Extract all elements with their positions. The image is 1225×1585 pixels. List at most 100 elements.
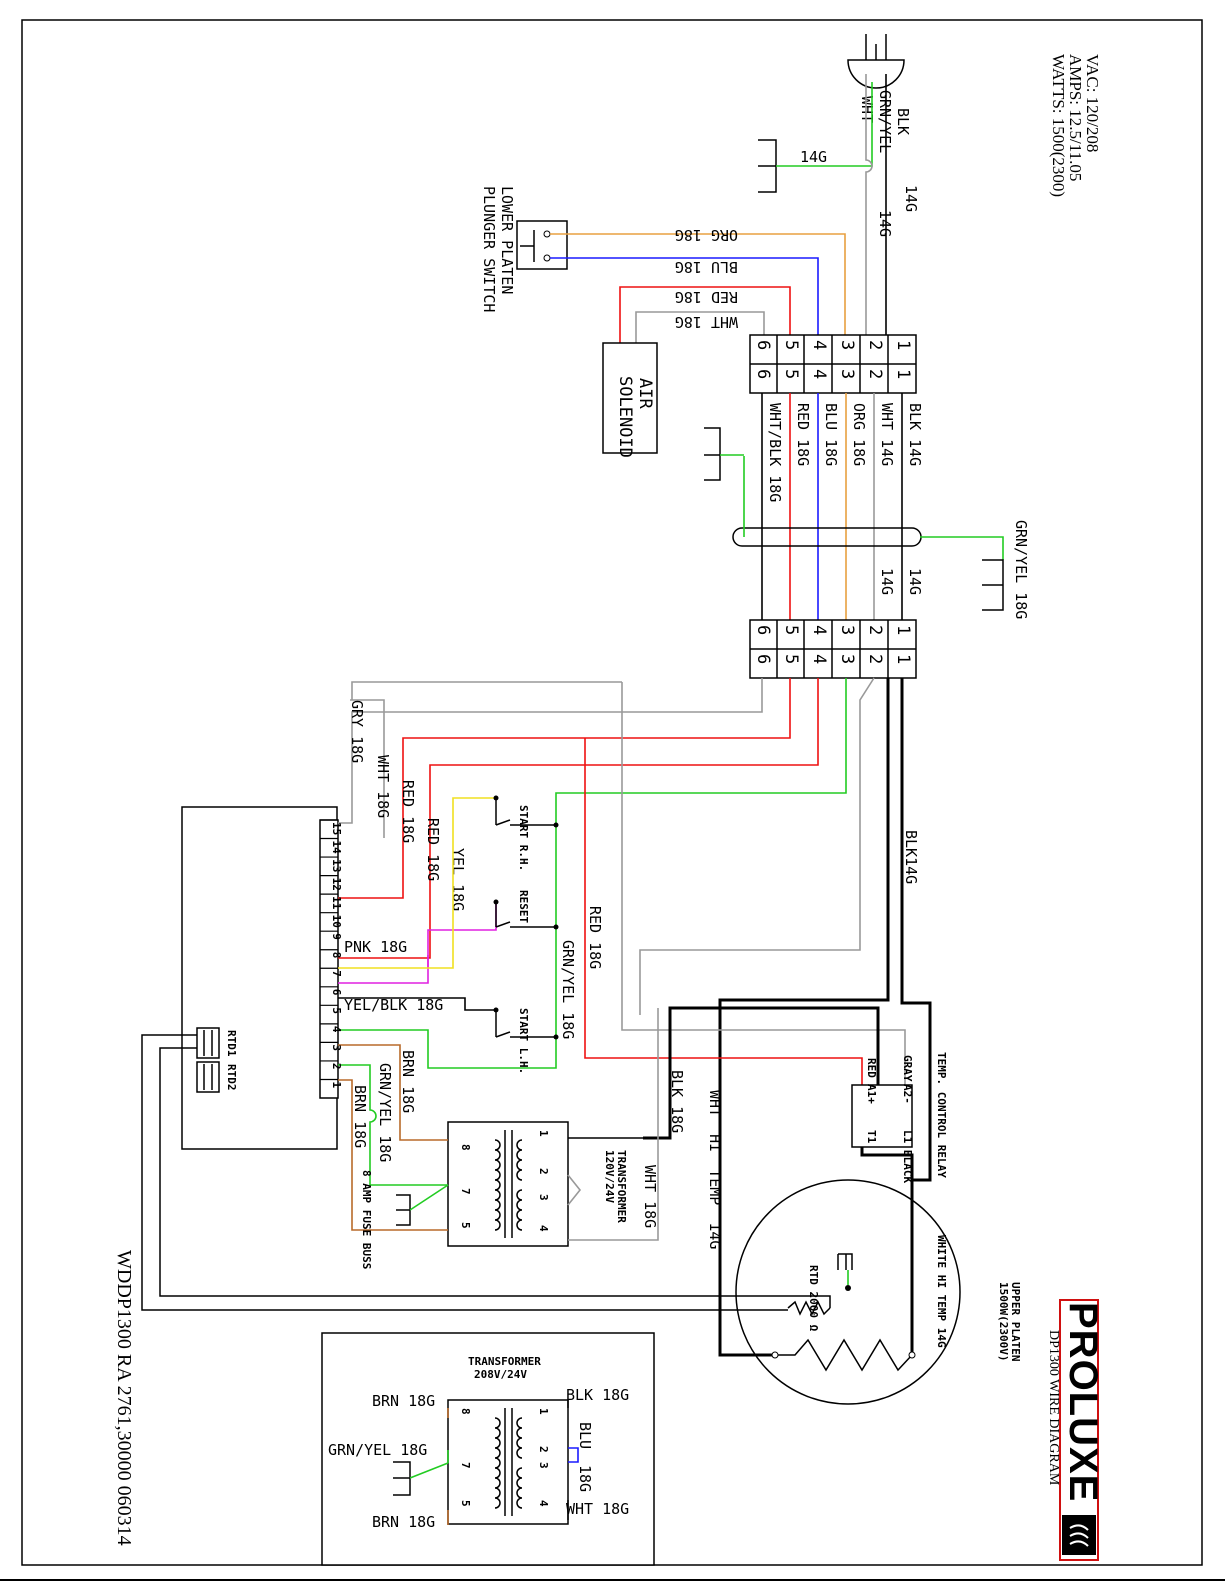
harness-blu-18g: BLU 18G bbox=[822, 403, 840, 466]
wire-red-18g: RED 18G bbox=[675, 288, 738, 306]
grnyel-18g-vertical: GRN/YEL 18G bbox=[559, 940, 577, 1039]
wht-hi-temp-label: WHT HI TEMP 14G bbox=[706, 1090, 724, 1249]
relay-l1: L1 bbox=[901, 1130, 914, 1144]
plug-blk-label: BLK bbox=[894, 108, 912, 135]
brand-logo: PROLUXE bbox=[1059, 1299, 1105, 1561]
transformer-alt-label-2: 208V/24V bbox=[474, 1368, 527, 1381]
terminal-8: 8 bbox=[330, 952, 343, 959]
relay-a2: A2- bbox=[901, 1084, 914, 1104]
lower-pin-5b: 5 bbox=[781, 654, 801, 664]
rtd1-connector bbox=[196, 1027, 220, 1059]
platen-label-1: 1500W(2300V) bbox=[997, 1282, 1010, 1361]
blk14g-label: BLK14G bbox=[902, 830, 920, 884]
terminal-15: 15 bbox=[330, 822, 343, 835]
switch-start-rh: START R.H. bbox=[517, 805, 530, 871]
lower-pin-3b: 3 bbox=[837, 654, 857, 664]
red-18g-label-1: RED 18G bbox=[399, 780, 417, 843]
rating-vac: VAC: 120/208 bbox=[1083, 54, 1102, 152]
lower-pin-2b: 2 bbox=[865, 654, 885, 664]
rtd2-label: RTD2 bbox=[225, 1064, 238, 1091]
cord-wht-14g: 14G bbox=[876, 210, 894, 237]
upper-platen bbox=[735, 1179, 961, 1405]
tx-pin-2: 2 bbox=[537, 1168, 550, 1175]
harness-blk-14g: BLK 14G bbox=[906, 403, 924, 466]
harness-org-18g: ORG 18G bbox=[850, 403, 868, 466]
upper-pin-4a: 4 bbox=[809, 340, 829, 350]
alt-pin-2: 2 bbox=[537, 1446, 550, 1453]
terminal-4: 4 bbox=[330, 1026, 343, 1033]
rating-watts: WATTS: 1500(2300) bbox=[1049, 54, 1068, 197]
upper-pin-4b: 4 bbox=[809, 369, 829, 379]
tx-pin-8: 8 bbox=[459, 1144, 472, 1151]
ground-symbol-platen bbox=[837, 1253, 853, 1270]
upper-pin-3b: 3 bbox=[837, 369, 857, 379]
wht-18g-transformer: WHT 18G bbox=[641, 1165, 659, 1228]
fuse-buss-label: 8 AMP FUSE BUSS bbox=[360, 1170, 373, 1269]
alt-blu: BLU bbox=[576, 1422, 594, 1449]
lower-pin-1b: 1 bbox=[893, 654, 913, 664]
alt-blu-18g: 18G bbox=[576, 1465, 594, 1492]
tx-pin-5: 5 bbox=[459, 1222, 472, 1229]
lower-pin-4b: 4 bbox=[809, 654, 829, 664]
terminal-9: 9 bbox=[330, 933, 343, 940]
tx-pin-1: 1 bbox=[537, 1130, 550, 1137]
tx-pin-4: 4 bbox=[537, 1225, 550, 1232]
transformer-main-label-2: 120V/24V bbox=[603, 1150, 616, 1203]
alt-pin-4: 4 bbox=[537, 1500, 550, 1507]
brn-18g-label-1: BRN 18G bbox=[399, 1050, 417, 1113]
yel-18g-label: YEL 18G bbox=[449, 848, 467, 911]
lower-platen-switch bbox=[516, 220, 568, 270]
upper-pin-5a: 5 bbox=[781, 340, 801, 350]
logo-icon bbox=[1062, 1515, 1096, 1555]
wire-wht-18g: WHT 18G bbox=[675, 313, 738, 331]
harness-red-18g: RED 18G bbox=[794, 403, 812, 466]
upper-pin-1a: 1 bbox=[893, 340, 913, 350]
upper-pin-5b: 5 bbox=[781, 369, 801, 379]
terminal-10: 10 bbox=[330, 915, 343, 928]
lower-pin-6a: 6 bbox=[753, 625, 773, 635]
relay-red: RED bbox=[865, 1058, 878, 1078]
harness-whtblk-18g: WHT/BLK 18G bbox=[766, 403, 784, 502]
grn-yel-18g-ground: GRN/YEL 18G bbox=[1012, 520, 1030, 619]
transformer-208-24 bbox=[447, 1399, 569, 1525]
harness-wht-14g: WHT 14G bbox=[878, 403, 896, 466]
ground-symbol-mid bbox=[982, 559, 1004, 611]
alt-pin-3: 3 bbox=[537, 1462, 550, 1469]
alt-pin-7: 7 bbox=[459, 1462, 472, 1469]
tx-pin-7: 7 bbox=[459, 1188, 472, 1195]
terminal-3: 3 bbox=[330, 1044, 343, 1051]
plug-grnyel-label: GRN/YEL bbox=[876, 90, 894, 153]
relay-t1: T1 bbox=[865, 1130, 878, 1144]
terminal-6: 6 bbox=[330, 989, 343, 996]
ground-symbol-alt bbox=[393, 1461, 411, 1496]
diagram-title: DP1300 WIRE DIAGRAM bbox=[1046, 1330, 1061, 1486]
ground-symbol-tx bbox=[396, 1194, 411, 1226]
wire-org-18g: ORG 18G bbox=[675, 226, 738, 244]
red-18g-vertical: RED 18G bbox=[586, 906, 604, 969]
pnk-18g-label: PNK 18G bbox=[344, 938, 407, 956]
ground-symbol-left bbox=[704, 427, 721, 481]
drawing-number: WDDP1300 RA 2761,30000 060314 bbox=[113, 1250, 135, 1546]
transformer-main-label-1: TRANSFORMER bbox=[615, 1150, 628, 1223]
terminal-14: 14 bbox=[330, 841, 343, 855]
terminal-5: 5 bbox=[330, 1007, 343, 1014]
ground-symbol-top bbox=[758, 139, 777, 193]
lower-pin-2a: 2 bbox=[865, 625, 885, 635]
rating-amps: AMPS: 12.5/11.05 bbox=[1066, 54, 1085, 181]
upper-pin-6b: 6 bbox=[753, 369, 773, 379]
upper-pin-2b: 2 bbox=[865, 369, 885, 379]
temp-control-relay bbox=[851, 1084, 913, 1148]
upper-pin-1b: 1 bbox=[893, 369, 913, 379]
alt-brn-top: BRN 18G bbox=[372, 1392, 435, 1410]
control-board bbox=[181, 806, 338, 1150]
upper-pin-6a: 6 bbox=[753, 340, 773, 350]
ratings-block: VAC: 120/208 AMPS: 12.5/11.05 WATTS: 150… bbox=[1049, 54, 1102, 197]
alt-pin-8: 8 bbox=[459, 1408, 472, 1415]
alt-blk: BLK 18G bbox=[566, 1386, 629, 1404]
lower-pin-3a: 3 bbox=[837, 625, 857, 635]
terminal-12: 12 bbox=[330, 878, 343, 891]
transformer-120-24 bbox=[447, 1121, 569, 1247]
switch-start-lh: START L.H. bbox=[517, 1008, 530, 1074]
gry-18g-label: GRY 18G bbox=[348, 700, 366, 763]
